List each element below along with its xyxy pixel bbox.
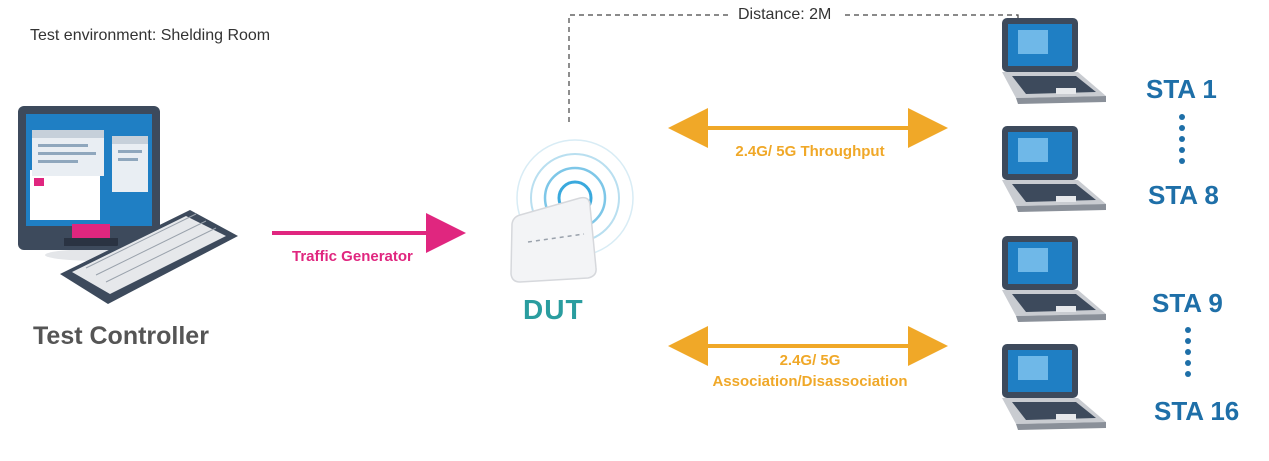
laptop-icon-sta8	[1002, 126, 1106, 212]
test-controller-label: Test Controller	[33, 322, 209, 350]
association-label-line1: 2.4G/ 5G	[779, 352, 841, 369]
distance-label: Distance: 2M	[738, 6, 832, 23]
laptop-icon-sta9	[1002, 236, 1106, 322]
laptop-icon-sta16	[1002, 344, 1106, 430]
ellipsis-dots-top	[1179, 114, 1185, 164]
environment-label: Test environment: Shelding Room	[30, 27, 271, 44]
association-label-line2: Association/Disassociation	[712, 373, 908, 390]
sta-label-1: STA 1	[1146, 74, 1217, 104]
dut-label: DUT	[523, 294, 584, 325]
test-controller-icon	[18, 106, 238, 304]
sta-label-8: STA 8	[1148, 180, 1219, 210]
dut-router-icon	[510, 139, 634, 283]
throughput-label: 2.4G/ 5G Throughput	[735, 143, 885, 160]
distance-bracket	[568, 14, 1019, 122]
ellipsis-dots-bottom	[1185, 327, 1191, 377]
laptop-icon-sta1	[1002, 18, 1106, 104]
sta-label-16: STA 16	[1154, 396, 1240, 426]
sta-label-9: STA 9	[1152, 288, 1223, 318]
traffic-generator-label: Traffic Generator	[292, 248, 413, 265]
